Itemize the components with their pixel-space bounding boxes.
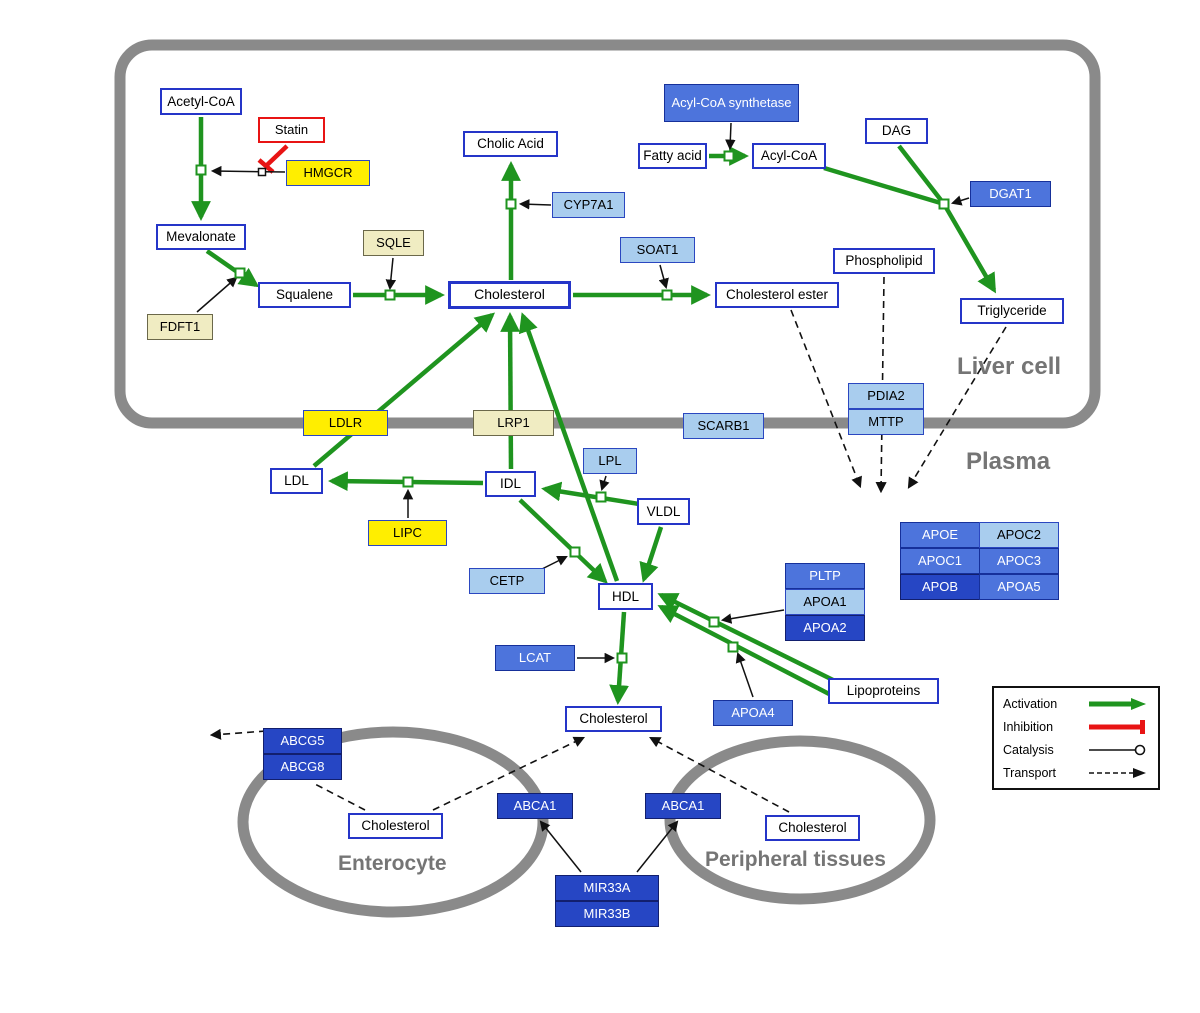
peripheral-tissues-label: Peripheral tissues — [705, 848, 886, 871]
node-mir33b[interactable]: MIR33B — [555, 901, 659, 927]
node-apoa4[interactable]: APOA4 — [713, 700, 793, 726]
node-apoa2[interactable]: APOA2 — [785, 615, 865, 641]
node-statin[interactable]: Statin — [258, 117, 325, 143]
node-cholesterol-enterocyte[interactable]: Cholesterol — [348, 813, 443, 839]
legend-row-activation: Activation — [1003, 696, 1149, 712]
node-triglyceride[interactable]: Triglyceride — [960, 298, 1064, 324]
node-mevalonate[interactable]: Mevalonate — [156, 224, 246, 250]
node-idl[interactable]: IDL — [485, 471, 536, 497]
inhibition-bar-icon — [1089, 719, 1145, 734]
node-abcg8[interactable]: ABCG8 — [263, 754, 342, 780]
plasma-label: Plasma — [966, 448, 1051, 475]
node-sqle[interactable]: SQLE — [363, 230, 424, 256]
node-acetyl-coa[interactable]: Acetyl-CoA — [160, 88, 242, 115]
node-apob[interactable]: APOB — [900, 574, 980, 600]
node-scarb1[interactable]: SCARB1 — [683, 413, 764, 439]
node-dgat1[interactable]: DGAT1 — [970, 181, 1051, 207]
node-phospholipid[interactable]: Phospholipid — [833, 248, 935, 274]
legend-catalysis-label: Catalysis — [1003, 742, 1054, 757]
legend-activation-label: Activation — [1003, 696, 1058, 711]
node-apoc1[interactable]: APOC1 — [900, 548, 980, 574]
node-lipc[interactable]: LIPC — [368, 520, 447, 546]
node-hdl[interactable]: HDL — [598, 583, 653, 610]
peripheral-tissues-membrane — [664, 735, 936, 905]
node-dag[interactable]: DAG — [865, 118, 928, 144]
reaction-nodes — [195, 150, 950, 664]
legend-row-transport: Transport — [1003, 765, 1149, 781]
legend-row-catalysis: Catalysis — [1003, 742, 1149, 758]
legend-inhibition-label: Inhibition — [1003, 719, 1054, 734]
liver-cell-label: Liver cell — [957, 353, 1062, 380]
node-fdft1[interactable]: FDFT1 — [147, 314, 213, 340]
node-apoa5[interactable]: APOA5 — [979, 574, 1059, 600]
node-cholic-acid[interactable]: Cholic Acid — [463, 131, 558, 157]
node-apoa1[interactable]: APOA1 — [785, 589, 865, 615]
node-cholesterol-ester[interactable]: Cholesterol ester — [715, 282, 839, 308]
node-acyl-coa-synthetase[interactable]: Acyl-CoA synthetase — [664, 84, 799, 122]
node-apoc3[interactable]: APOC3 — [979, 548, 1059, 574]
node-pdia2[interactable]: PDIA2 — [848, 383, 924, 409]
node-lpl[interactable]: LPL — [583, 448, 637, 474]
node-lipoproteins[interactable]: Lipoproteins — [828, 678, 939, 704]
node-hmgcr[interactable]: HMGCR — [286, 160, 370, 186]
node-cholesterol-peripheral[interactable]: Cholesterol — [765, 815, 860, 841]
node-abca1-peripheral[interactable]: ABCA1 — [645, 793, 721, 819]
enterocyte-label: Enterocyte — [338, 852, 447, 875]
node-cyp7a1[interactable]: CYP7A1 — [552, 192, 625, 218]
legend: Activation Inhibition Catalysis Transpor… — [992, 686, 1160, 790]
node-apoc2[interactable]: APOC2 — [979, 522, 1059, 548]
node-cholesterol-plasma[interactable]: Cholesterol — [565, 706, 662, 732]
node-lcat[interactable]: LCAT — [495, 645, 575, 671]
activation-arrow-icon — [1089, 697, 1146, 710]
node-lrp1[interactable]: LRP1 — [473, 410, 554, 436]
node-vldl[interactable]: VLDL — [637, 498, 690, 525]
liver-cell-membrane — [114, 39, 1101, 429]
node-fatty-acid[interactable]: Fatty acid — [638, 143, 707, 169]
catalysis-circle-icon — [1089, 744, 1146, 755]
node-squalene[interactable]: Squalene — [258, 282, 351, 308]
node-ldlr[interactable]: LDLR — [303, 410, 388, 436]
node-soat1[interactable]: SOAT1 — [620, 237, 695, 263]
node-mir33a[interactable]: MIR33A — [555, 875, 659, 901]
legend-row-inhibition: Inhibition — [1003, 719, 1149, 735]
node-abca1-enterocyte[interactable]: ABCA1 — [497, 793, 573, 819]
node-abcg5[interactable]: ABCG5 — [263, 728, 342, 754]
node-ldl[interactable]: LDL — [270, 468, 323, 494]
catalysis-anchor — [257, 167, 267, 177]
transport-edges — [209, 276, 1007, 813]
catalysis-edges — [196, 122, 970, 873]
node-apoe[interactable]: APOE — [900, 522, 980, 548]
node-pltp[interactable]: PLTP — [785, 563, 865, 589]
node-mttp[interactable]: MTTP — [848, 409, 924, 435]
node-cholesterol-liver[interactable]: Cholesterol — [448, 281, 571, 309]
transport-dashed-arrow-icon — [1089, 767, 1146, 778]
node-cetp[interactable]: CETP — [469, 568, 545, 594]
inhibition-edge — [257, 144, 289, 174]
legend-transport-label: Transport — [1003, 765, 1057, 780]
node-acyl-coa[interactable]: Acyl-CoA — [752, 143, 826, 169]
